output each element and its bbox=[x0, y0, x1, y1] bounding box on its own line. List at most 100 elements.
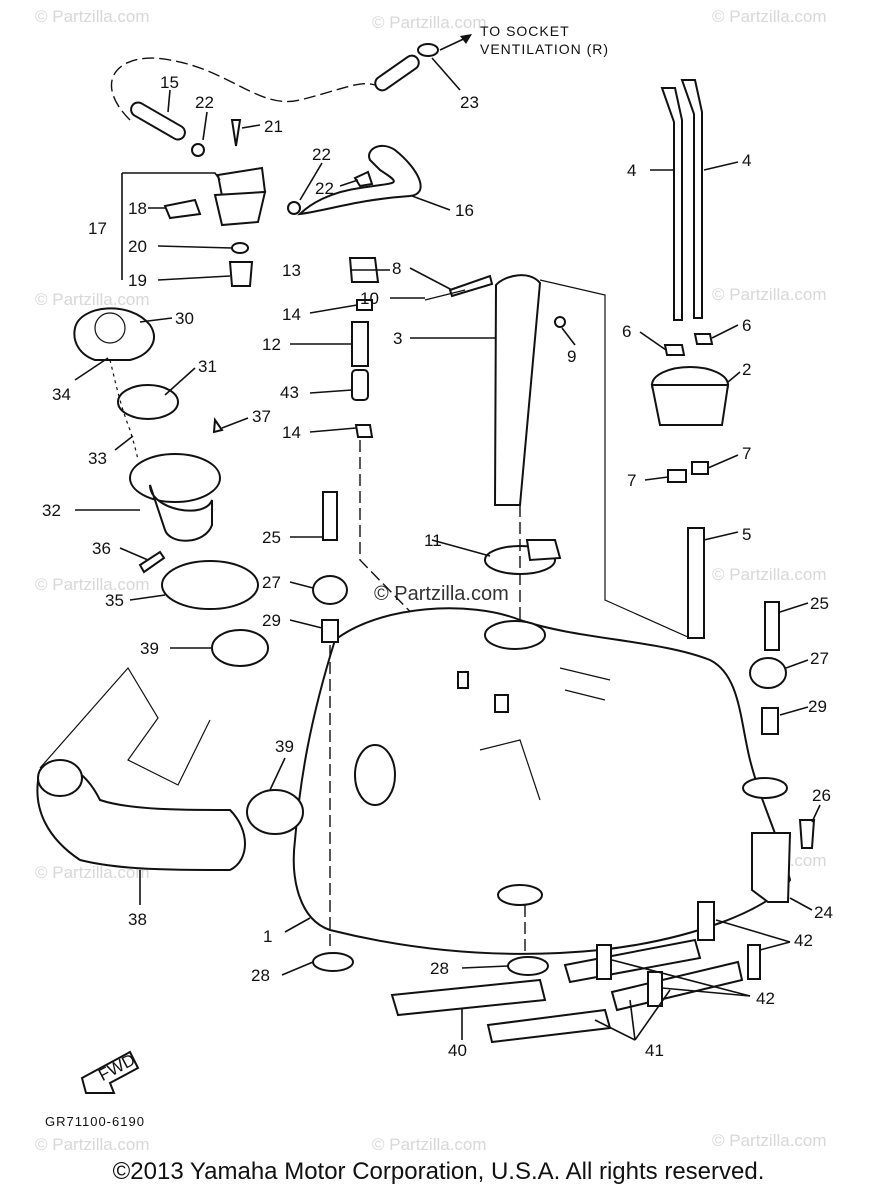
callout-17: 17 bbox=[88, 219, 107, 238]
watermark: © Partzilla.com bbox=[712, 7, 827, 26]
bracket-24 bbox=[751, 832, 792, 903]
callout-28: 28 bbox=[251, 966, 270, 985]
leader-41a bbox=[594, 1019, 636, 1041]
plate-18 bbox=[163, 198, 202, 220]
callout-15: 15 bbox=[160, 73, 179, 92]
filter-19 bbox=[228, 261, 254, 287]
tank-mount-right bbox=[742, 777, 788, 799]
callout-43: 43 bbox=[280, 383, 299, 402]
copyright-notice: ©2013 Yamaha Motor Corporation, U.S.A. A… bbox=[112, 1158, 765, 1185]
tank-contour-1 bbox=[479, 739, 541, 801]
callout-25: 25 bbox=[810, 594, 829, 613]
callout-11: 11 bbox=[424, 531, 442, 550]
callout-14: 14 bbox=[282, 305, 301, 324]
rivet-36 bbox=[138, 550, 166, 574]
leader-42-top-b bbox=[759, 941, 791, 951]
leader-37 bbox=[221, 417, 249, 429]
callout-38: 38 bbox=[128, 910, 147, 929]
leader-28-right bbox=[461, 965, 509, 969]
callout-32: 32 bbox=[42, 501, 61, 520]
oring-20 bbox=[231, 242, 249, 254]
tank-contour-3 bbox=[564, 689, 606, 701]
vent-pipe-4-left bbox=[660, 87, 683, 321]
leader-lines bbox=[74, 57, 821, 1041]
leader-4-right bbox=[703, 161, 739, 171]
leader-29-left bbox=[289, 619, 323, 629]
leader-2 bbox=[727, 371, 741, 383]
leader-26 bbox=[811, 804, 821, 823]
callout-4: 4 bbox=[742, 151, 751, 170]
clip-14-top bbox=[356, 299, 373, 311]
damper-28-left bbox=[312, 952, 354, 972]
clip-6-right bbox=[693, 333, 714, 345]
callout-22: 22 bbox=[195, 93, 214, 112]
clip-22-right bbox=[353, 170, 374, 188]
chain-33 bbox=[109, 359, 139, 461]
filler-bracket-line bbox=[539, 279, 691, 639]
clip-7-right bbox=[691, 461, 709, 475]
watermark: © Partzilla.com bbox=[35, 575, 150, 594]
pad-42-a bbox=[596, 944, 612, 980]
callout-29: 29 bbox=[808, 697, 827, 716]
leader-20 bbox=[157, 245, 233, 249]
leader-41c bbox=[634, 989, 671, 1041]
callout-labels: 1 2 3 4 4 5 6 6 7 7 8 9 10 11 12 13 14 1… bbox=[42, 73, 833, 1060]
leader-27-left bbox=[289, 581, 314, 589]
leader-15 bbox=[167, 89, 171, 113]
callout-42: 42 bbox=[794, 931, 813, 950]
band-39-top bbox=[211, 629, 269, 667]
clip-14-bottom bbox=[354, 424, 374, 438]
center-column-parts bbox=[348, 257, 691, 701]
callout-21: 21 bbox=[264, 117, 283, 136]
leader-35 bbox=[129, 594, 166, 601]
pad-40 bbox=[390, 978, 547, 1017]
right-vent-parts bbox=[650, 79, 730, 639]
watermark: © Partzilla.com bbox=[712, 285, 827, 304]
tank-contour-2 bbox=[559, 667, 611, 681]
fuel-cap-30-grip bbox=[94, 312, 126, 344]
note-line-2: VENTILATION (R) bbox=[480, 41, 609, 57]
pad-42-c bbox=[697, 901, 715, 941]
pad-42-d bbox=[747, 944, 761, 980]
gasket-35 bbox=[161, 560, 259, 610]
callout-22: 22 bbox=[312, 145, 331, 164]
leader-8 bbox=[409, 267, 453, 291]
callout-36: 36 bbox=[92, 539, 111, 558]
leader-17-top bbox=[122, 172, 221, 181]
leader-43 bbox=[309, 389, 353, 394]
callout-30: 30 bbox=[175, 309, 194, 328]
bolt-8 bbox=[448, 274, 494, 298]
tank-side-port bbox=[354, 744, 396, 806]
damper-27-right bbox=[749, 657, 787, 689]
callout-39: 39 bbox=[275, 737, 294, 756]
callout-25: 25 bbox=[262, 528, 281, 547]
callout-33: 33 bbox=[88, 449, 107, 468]
tank-filler-opening bbox=[484, 620, 546, 650]
leader-33 bbox=[114, 435, 134, 451]
leader-21 bbox=[241, 124, 261, 129]
callout-12: 12 bbox=[262, 335, 281, 354]
callout-5: 5 bbox=[742, 525, 751, 544]
screw-37 bbox=[212, 417, 224, 434]
callout-40: 40 bbox=[448, 1041, 467, 1060]
tank-nipple bbox=[494, 694, 509, 713]
callout-24: 24 bbox=[814, 903, 833, 922]
callout-27: 27 bbox=[810, 649, 829, 668]
filler-neck-32 bbox=[149, 484, 213, 542]
clip-6-left bbox=[663, 344, 686, 356]
hose-38 bbox=[36, 763, 246, 872]
leader-5 bbox=[703, 531, 739, 541]
band-11-lock bbox=[525, 539, 562, 562]
pad-41-front bbox=[486, 1008, 612, 1044]
watermark: © Partzilla.com bbox=[712, 565, 827, 584]
leader-7-right bbox=[707, 454, 739, 469]
damper-27-left bbox=[312, 575, 348, 605]
screw-21 bbox=[230, 119, 242, 147]
leader-41b bbox=[629, 999, 636, 1041]
fuel-tank-1 bbox=[292, 607, 792, 955]
callout-7: 7 bbox=[742, 444, 751, 463]
clip-22-mid bbox=[287, 201, 301, 215]
callout-9: 9 bbox=[567, 347, 576, 366]
callout-27: 27 bbox=[262, 573, 281, 592]
